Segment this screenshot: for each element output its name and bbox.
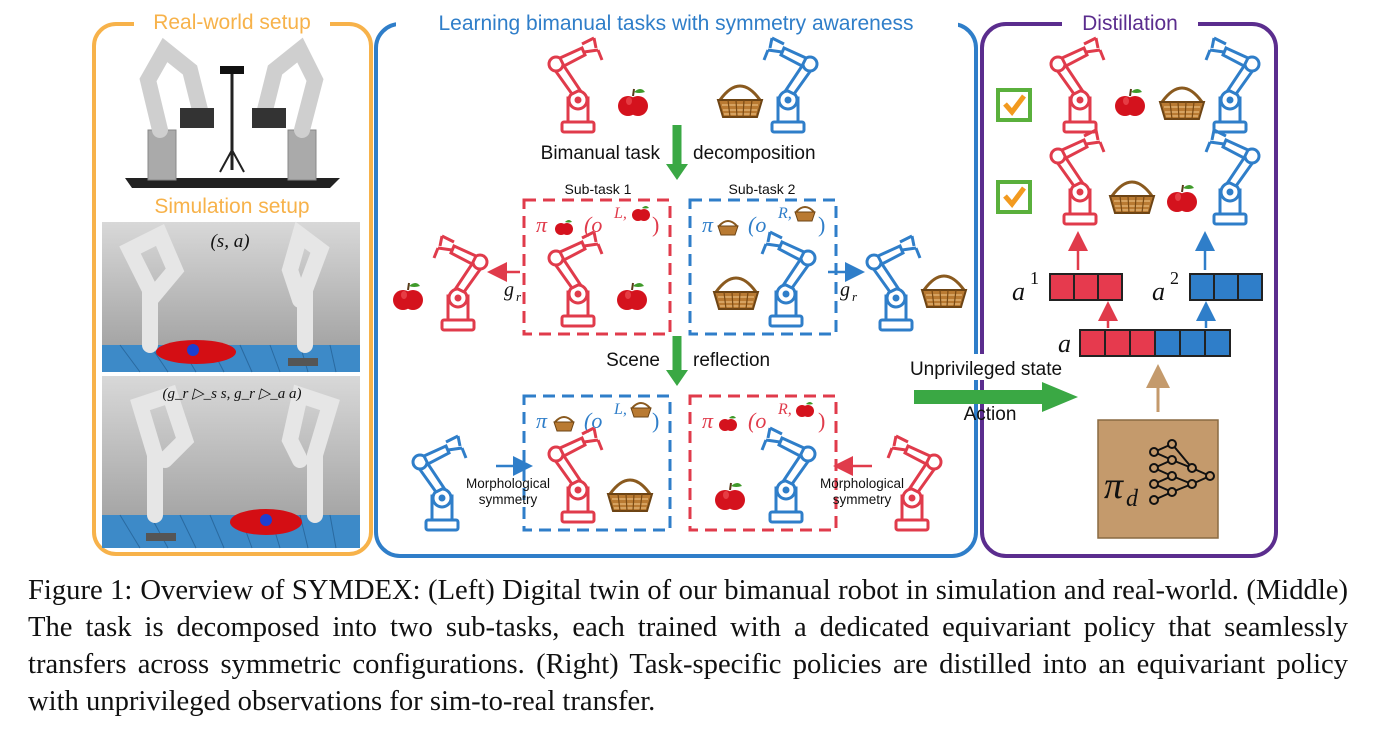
svg-text:r: r [516, 289, 522, 304]
sim-label-2: (g_r ▷_s s, g_r ▷_a a) [163, 386, 302, 402]
svg-text:R,: R, [777, 401, 792, 418]
caption-label: Figure 1: [28, 575, 133, 606]
unprivileged-arrow: Unprivileged state Action [900, 354, 1078, 425]
svg-text:): ) [652, 408, 659, 433]
unprivileged-label: Unprivileged state [910, 359, 1062, 380]
simulation-title: Simulation setup [154, 195, 309, 218]
reflected-box-1 [522, 394, 672, 532]
svg-text:L,: L, [613, 401, 627, 418]
obs-right-text: (o [748, 212, 766, 237]
step2-right-label: reflection [693, 350, 770, 371]
svg-text:): ) [818, 212, 825, 237]
distillation-title: Distillation [1082, 12, 1178, 35]
subtask2-label: Sub-task 2 [729, 181, 796, 197]
a2-label: a [1152, 277, 1165, 306]
action-vector-a2 [1189, 273, 1263, 301]
policy-apple-symbol: π [536, 212, 548, 237]
svg-text:): ) [652, 212, 659, 237]
svg-text:π: π [536, 408, 548, 433]
right-arrow-icon [1042, 382, 1078, 412]
svg-text:(o: (o [584, 408, 602, 433]
sim-label-1: (s, a) [210, 231, 249, 252]
real-world-photo [120, 37, 345, 188]
subtask1-box [522, 198, 672, 336]
obs-right-sup: R, [777, 205, 792, 222]
svg-text:r: r [852, 289, 858, 304]
action-vector-a [1079, 329, 1231, 357]
svg-text:2: 2 [1170, 268, 1179, 288]
step1-right-label: decomposition [693, 143, 816, 164]
step2-left-label: Scene [606, 350, 660, 371]
svg-text:): ) [818, 408, 825, 433]
middle-panel: Learning bimanual tasks with symmetry aw… [374, 10, 978, 558]
basket-icon [716, 84, 764, 119]
robot-red-icon [547, 36, 604, 134]
simulation-frame-1: (s, a) [102, 221, 360, 373]
distilled-policy-box: π d [1097, 419, 1219, 539]
morph-left-line2: symmetry [479, 492, 538, 507]
left-panel: Real-world setup Simulation setup [92, 10, 373, 556]
apple-icon [617, 88, 649, 117]
check-icon [996, 88, 1032, 122]
svg-text:(o: (o [748, 408, 766, 433]
neural-network-icon [1149, 439, 1215, 505]
morph-right-line2: symmetry [833, 492, 892, 507]
obs-left-sup: L, [613, 205, 627, 222]
subtask2-box [688, 198, 838, 336]
figure: Real-world setup Simulation setup [92, 10, 1278, 558]
step1-left-label: Bimanual task [541, 143, 661, 164]
svg-text:1: 1 [1030, 268, 1039, 288]
a-label: a [1058, 329, 1071, 358]
action-vector-a1 [1049, 273, 1123, 301]
caption-text: Overview of SYMDEX: (Left) Digital twin … [28, 575, 1348, 717]
middle-title: Learning bimanual tasks with symmetry aw… [438, 12, 913, 35]
obs-left-text: (o [584, 212, 602, 237]
morph-right-line1: Morphological [820, 476, 904, 491]
gr-left-label: g [504, 279, 514, 301]
action-label: Action [964, 404, 1017, 425]
check-icon [996, 180, 1032, 214]
simulation-frame-2: (g_r ▷_s s, g_r ▷_a a) [102, 376, 360, 549]
down-arrow-icon [666, 164, 688, 180]
right-panel: Distillation a 1 a 2 [980, 10, 1278, 558]
robot-blue-icon [762, 36, 819, 134]
gr-right-label: g [840, 279, 850, 301]
figure-caption: Figure 1:Overview of SYMDEX: (Left) Digi… [28, 572, 1348, 720]
policy-d-symbol: π [1104, 465, 1124, 507]
svg-text:π: π [702, 408, 714, 433]
morph-left-line1: Morphological [466, 476, 550, 491]
policy-basket-symbol: π [702, 212, 714, 237]
a1-label: a [1012, 277, 1025, 306]
real-world-title: Real-world setup [153, 11, 311, 34]
svg-text:d: d [1126, 486, 1139, 512]
down-arrow-icon [666, 370, 688, 386]
subtask1-label: Sub-task 1 [565, 181, 632, 197]
